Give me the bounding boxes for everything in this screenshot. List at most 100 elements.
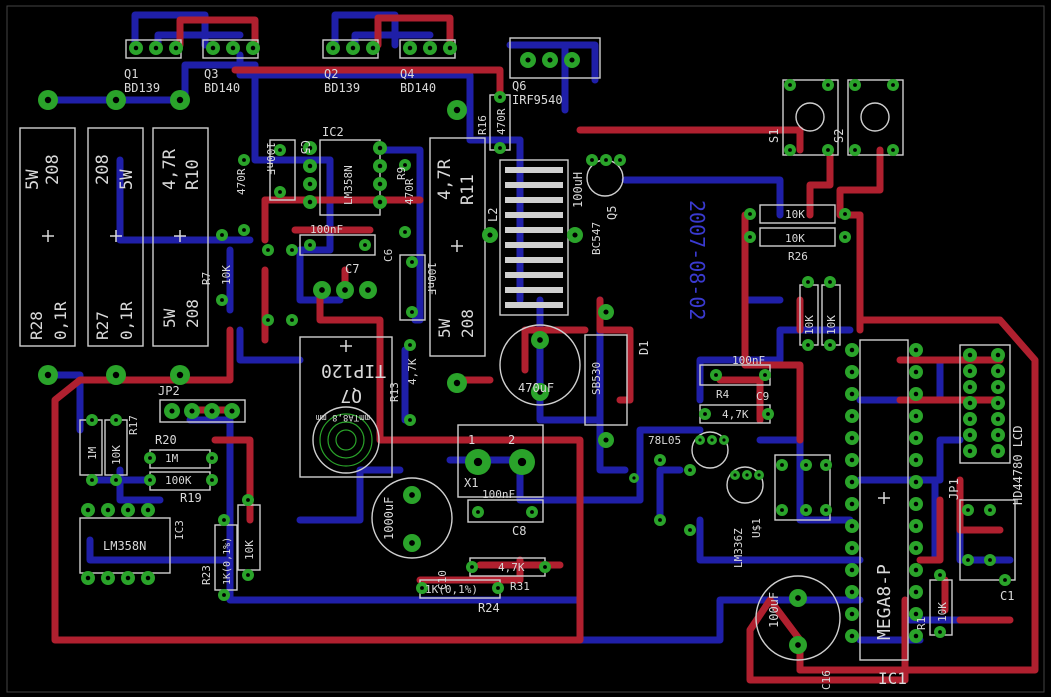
board-outline — [6, 5, 1045, 693]
r4-label: R4 — [716, 388, 730, 401]
r27-body — [87, 127, 144, 347]
drill-hole — [603, 309, 609, 315]
drill-hole — [826, 148, 830, 152]
r11-value: 4,7R — [435, 158, 455, 200]
reg-value: 78L05 — [648, 434, 681, 447]
heatsink-label: mmTA8,8 mm — [316, 412, 370, 422]
drill-hole — [806, 343, 810, 347]
drill-hole — [849, 457, 855, 463]
drill-hole — [849, 391, 855, 397]
c10-label: C10 — [436, 570, 449, 590]
drill-hole — [632, 476, 636, 480]
r27-top: 208 — [93, 154, 113, 185]
drill-hole — [453, 379, 461, 387]
drill-hole — [745, 473, 749, 477]
resistor-center-marks — [42, 230, 890, 504]
ic2-value: LM358N — [342, 165, 355, 205]
r31-label: R31 — [510, 580, 530, 593]
drill-hole — [408, 343, 412, 347]
drill-hole — [853, 148, 857, 152]
c6-body — [399, 254, 426, 321]
r10-name: R10 — [183, 159, 203, 190]
r11-w: 5W — [435, 318, 454, 338]
drill-hole — [603, 437, 609, 443]
drill-hole — [788, 83, 792, 87]
drill-hole — [220, 233, 224, 237]
drill-hole — [153, 45, 159, 51]
drill-hole — [377, 181, 383, 187]
c10-body — [371, 477, 453, 559]
drill-hole — [453, 106, 461, 114]
drill-hole — [804, 508, 808, 512]
drill-hole — [843, 235, 847, 239]
drill-hole — [210, 478, 214, 482]
drill-hole — [913, 567, 919, 573]
r19-value: 100K — [165, 474, 192, 487]
q1-value: BD139 — [124, 81, 160, 95]
drill-hole — [967, 432, 973, 438]
c4-c3-body — [774, 454, 831, 521]
drill-hole — [210, 45, 216, 51]
drill-hole — [169, 408, 175, 414]
drill-hole — [995, 352, 1001, 358]
drill-hole — [828, 280, 832, 284]
drill-hole — [85, 575, 91, 581]
r27-top-w: 5W — [117, 169, 137, 190]
c5-label: C5 — [298, 140, 312, 154]
drill-hole — [537, 337, 543, 343]
drill-hole — [658, 518, 662, 522]
drill-hole — [967, 352, 973, 358]
drill-hole — [543, 565, 547, 569]
r10-value: 4,7R — [160, 148, 180, 190]
drill-hole — [473, 457, 483, 467]
drill-hole — [891, 148, 895, 152]
heatsink-mark — [312, 406, 380, 474]
drill-hole — [995, 384, 1001, 390]
drill-hole — [843, 212, 847, 216]
drill-hole — [209, 408, 215, 414]
r18-value: 1M — [86, 446, 99, 460]
r10-body — [152, 127, 209, 347]
drill-hole — [105, 575, 111, 581]
drill-hole — [447, 45, 453, 51]
ic1-body — [859, 339, 909, 661]
drill-hole — [363, 243, 367, 247]
jp1-body — [959, 499, 1016, 581]
drill-hole — [569, 57, 575, 63]
q7-body — [299, 336, 393, 478]
r20-value: 1M — [165, 452, 179, 465]
drill-hole — [112, 371, 120, 379]
r27-name: R27 — [93, 311, 112, 340]
drill-hole — [572, 232, 578, 238]
drill-hole — [278, 148, 282, 152]
c10-value: 1000uF — [382, 497, 396, 540]
drill-hole — [307, 181, 313, 187]
c7-label: C7 — [345, 262, 359, 276]
r28-name: R28 — [27, 311, 46, 340]
drill-hole — [967, 384, 973, 390]
q6-value: IRF9540 — [512, 93, 563, 107]
r11-pkg: 208 — [458, 309, 477, 338]
drill-hole — [849, 347, 855, 353]
c8-label: C8 — [512, 524, 526, 538]
drill-hole — [913, 369, 919, 375]
drill-hole — [913, 633, 919, 639]
r28-value: 0,1R — [51, 301, 70, 340]
drill-hole — [604, 158, 608, 162]
drill-hole — [795, 595, 801, 601]
drill-hole — [307, 199, 313, 205]
drill-hole — [525, 57, 531, 63]
drill-hole — [148, 456, 152, 460]
drill-hole — [703, 412, 707, 416]
drill-hole — [145, 575, 151, 581]
drill-hole — [407, 45, 413, 51]
drill-hole — [250, 45, 256, 51]
r31-value: 4,7K — [498, 561, 525, 574]
drill-hole — [995, 432, 1001, 438]
r10-pkg: 208 — [183, 299, 202, 328]
drill-hole — [698, 438, 702, 442]
drill-hole — [530, 510, 534, 514]
drill-hole — [222, 518, 226, 522]
c9-label: C9 — [756, 390, 769, 403]
d1-label: D1 — [637, 341, 651, 355]
